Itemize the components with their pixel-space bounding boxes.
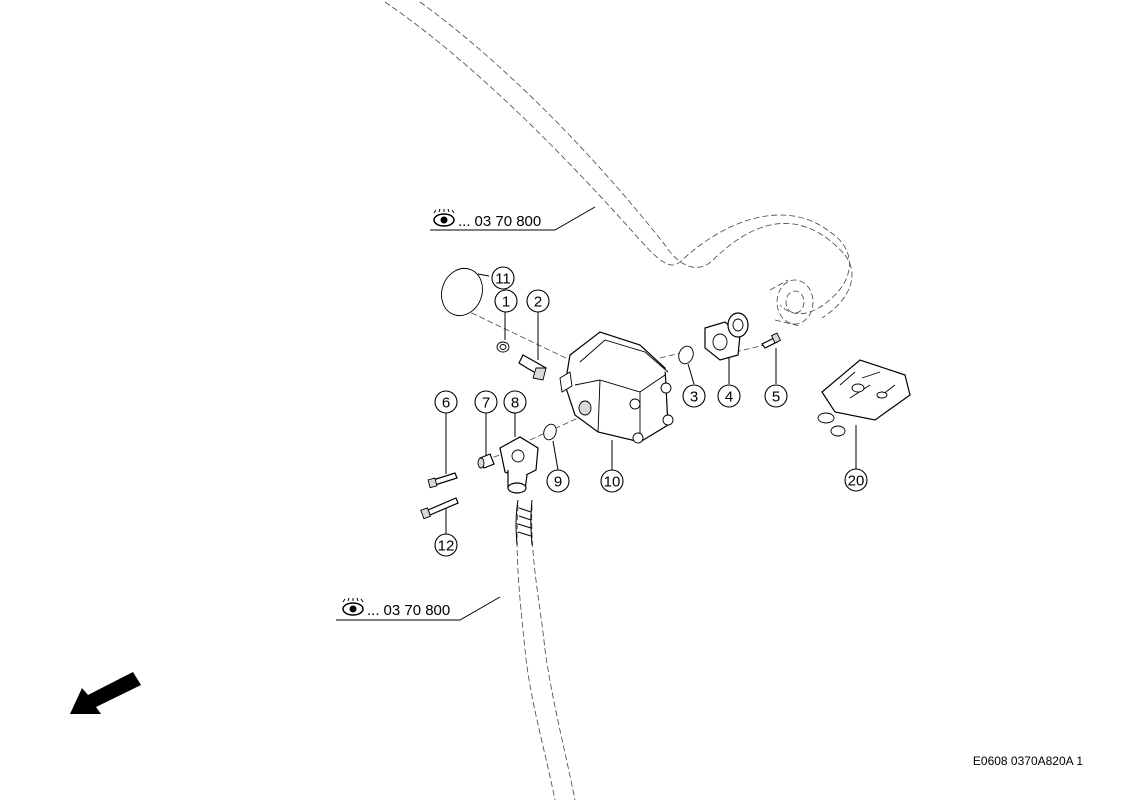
- callout-3: 3: [682, 384, 706, 408]
- callout-2: 2: [526, 289, 550, 313]
- screw-long: [420, 497, 459, 520]
- callout-11: 12: [434, 533, 458, 557]
- callout-4: 4: [717, 384, 741, 408]
- cross-reference-lower[interactable]: ...03 70 800: [336, 596, 501, 621]
- svg-text:8: 8: [511, 395, 519, 412]
- hollow-bolt: [518, 354, 547, 381]
- callout-8: 8: [503, 390, 527, 414]
- svg-text:7: 7: [482, 395, 490, 412]
- callout-10: 10: [600, 469, 624, 493]
- callout-1: 1: [494, 289, 518, 313]
- washer: [496, 341, 510, 353]
- svg-text:12: 12: [438, 538, 455, 555]
- svg-text:20: 20: [848, 473, 865, 490]
- spacer-sleeve: [477, 453, 495, 469]
- o-ring-pressure-side: [678, 345, 694, 365]
- svg-text:...03 70 800: ...03 70 800: [367, 602, 450, 619]
- callout-12: 11: [491, 266, 515, 290]
- svg-text:1: 1: [502, 294, 510, 311]
- svg-text:6: 6: [442, 395, 450, 412]
- suction-flange: [499, 436, 539, 494]
- screw-short: [427, 472, 458, 489]
- svg-text:3: 3: [690, 389, 698, 406]
- callout-9: 9: [546, 469, 570, 493]
- svg-text:...03 70 800: ...03 70 800: [458, 213, 541, 230]
- callout-7: 7: [474, 390, 498, 414]
- svg-text:4: 4: [725, 389, 733, 406]
- svg-text:5: 5: [772, 389, 780, 406]
- eye-icon: [342, 597, 364, 616]
- callout-leaders: [445, 273, 857, 534]
- seal-kit-bag: [817, 359, 911, 437]
- svg-text:10: 10: [604, 474, 621, 491]
- lower-hose-outline: [515, 499, 576, 800]
- gear-pump-body: [559, 331, 674, 444]
- o-ring-large: [441, 267, 483, 317]
- cross-reference-upper[interactable]: ...03 70 800: [430, 206, 596, 231]
- pressure-flange: [704, 312, 749, 361]
- svg-text:11: 11: [495, 271, 511, 288]
- callout-5: 5: [764, 384, 788, 408]
- drawing-code: E0608 0370A820A 1: [973, 754, 1083, 768]
- svg-text:9: 9: [554, 474, 562, 491]
- front-direction-arrow-icon: [70, 672, 141, 714]
- callout-6: 6: [434, 390, 458, 414]
- o-ring-suction-side: [543, 423, 557, 441]
- callout-20: 20: [844, 468, 868, 492]
- svg-text:2: 2: [534, 294, 542, 311]
- eye-icon: [433, 208, 455, 227]
- upper-hose-outline: [384, 1, 853, 327]
- flange-screw: [761, 332, 782, 349]
